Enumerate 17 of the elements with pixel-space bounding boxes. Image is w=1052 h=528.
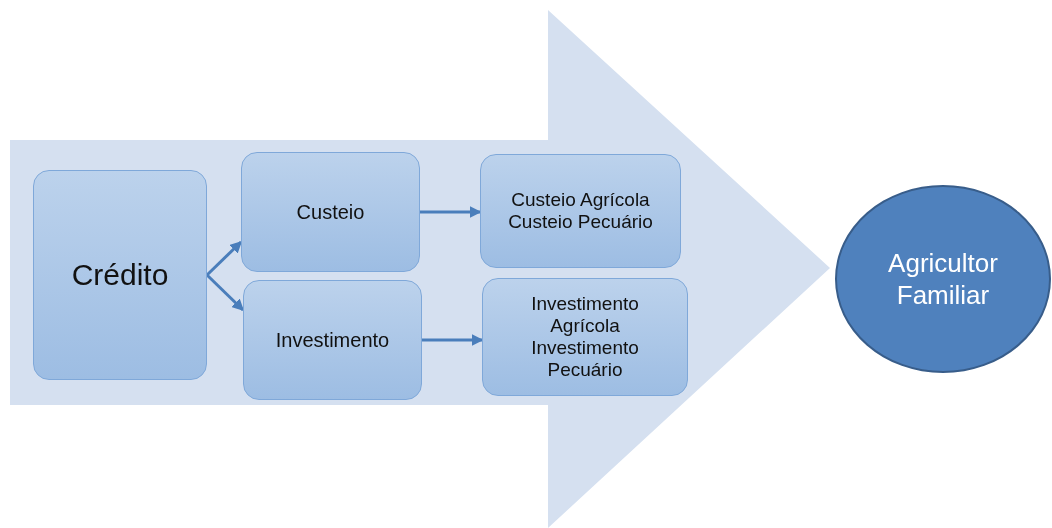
arrow	[205, 273, 245, 312]
node-text: Investimento Agrícola	[530, 293, 640, 337]
node-text: Custeio Pecuário	[508, 211, 653, 233]
process-box	[243, 280, 422, 400]
arrow	[422, 334, 484, 346]
process-box	[241, 152, 420, 272]
node-text: Crédito	[71, 257, 169, 293]
node-text: Custeio	[296, 200, 365, 224]
node-text: Investimento Pecuário	[530, 337, 640, 381]
arrow	[205, 240, 243, 277]
arrow	[420, 206, 482, 218]
process-box	[480, 154, 681, 268]
node-text: Investimento	[275, 328, 390, 352]
node-text: Agricultor Familiar	[887, 246, 999, 312]
process-box	[33, 170, 207, 380]
node-text: Custeio Agrícola	[511, 189, 650, 211]
process-box	[482, 278, 688, 396]
